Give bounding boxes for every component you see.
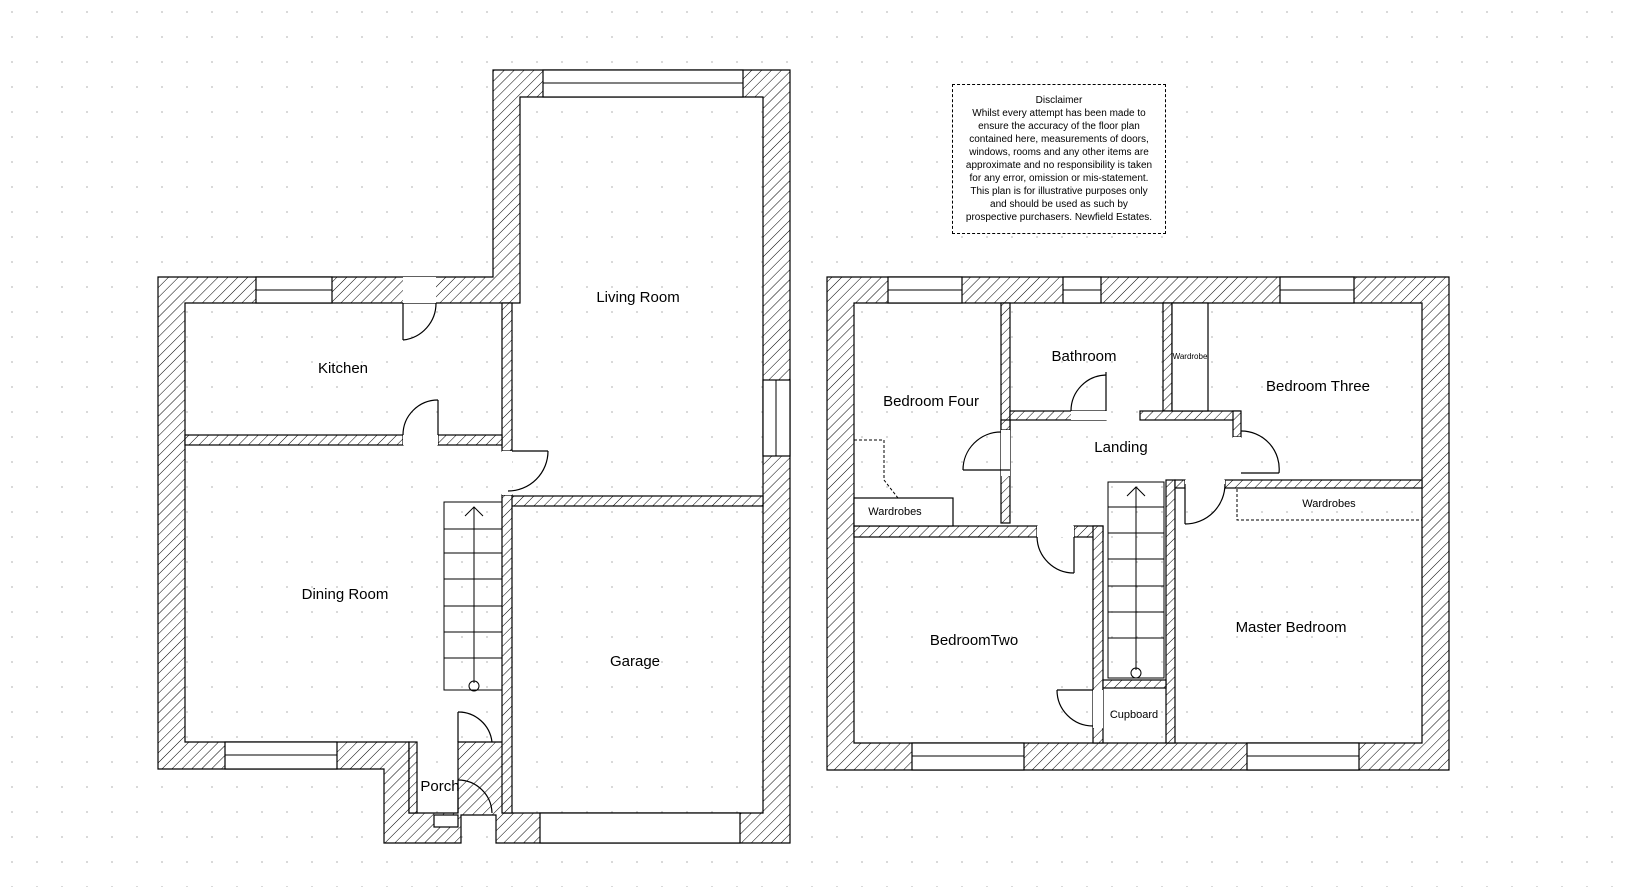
master-bedroom-label: Master Bedroom: [1236, 619, 1347, 636]
bed3-door: [1233, 430, 1280, 474]
master-door: [1184, 480, 1226, 525]
first-floor-plan: Bathroom Wardrobe Bedroom Four Bedroom T…: [826, 276, 1450, 771]
disclaimer-line: windows, rooms and any other items are: [969, 147, 1149, 158]
disclaimer-line: ensure the accuracy of the floor plan: [978, 121, 1140, 132]
bedroom-three-label: Bedroom Three: [1266, 378, 1370, 395]
first-outer-wall: [826, 276, 1450, 771]
disclaimer-line: Whilst every attempt has been made to: [972, 108, 1146, 119]
bedroom-two-label: BedroomTwo: [930, 632, 1018, 649]
cupboard-door: [1056, 689, 1103, 728]
stair-master-wall: [1165, 479, 1176, 744]
bed4-bath-wall: [1000, 302, 1011, 524]
master-left-wall: [1174, 479, 1186, 489]
porch-wall: [408, 741, 418, 814]
wardrobes-left-label: Wardrobes: [868, 506, 922, 518]
bed2-door: [1036, 526, 1075, 574]
garage-label: Garage: [610, 653, 660, 670]
bed4-door: [962, 430, 1010, 476]
dining-room-label: Dining Room: [302, 586, 389, 603]
bath-wardrobe-wall: [1162, 302, 1173, 412]
kitchen-dining-wall-2: [437, 434, 503, 446]
disclaimer-line: This plan is for illustrative purposes o…: [970, 186, 1148, 197]
bathroom-label: Bathroom: [1051, 348, 1116, 365]
master-wardrobes: [1236, 487, 1423, 521]
ground-floor-plan: Living Room Kitchen Dining Room Garage P…: [157, 69, 791, 844]
garage-door: [539, 812, 741, 844]
bedroom-four-label: Bedroom Four: [883, 393, 979, 410]
disclaimer-title: Disclaimer: [1035, 95, 1083, 106]
porch-door: [457, 711, 493, 814]
kitchen-living-wall: [501, 302, 513, 452]
ground-staircase: [443, 501, 503, 692]
living-room-label: Living Room: [596, 289, 679, 306]
disclaimer-line: approximate and no responsibility is tak…: [965, 160, 1153, 171]
disclaimer-line: and should be used as such by: [990, 199, 1128, 210]
disclaimer-line: prospective purchasers. Newfield Estates…: [965, 212, 1153, 223]
first-staircase: [1107, 481, 1165, 679]
cupboard-label: Cupboard: [1110, 709, 1158, 721]
disclaimer-box: Disclaimer Whilst every attempt has been…: [952, 84, 1166, 234]
landing-left-wall: [1000, 419, 1011, 431]
kitchen-door: [402, 277, 437, 341]
bed3-wardrobe: [1171, 302, 1209, 412]
bed3-master-wall: [1224, 479, 1423, 489]
disclaimer-line: contained here, measurements of doors,: [969, 134, 1149, 145]
dining-door: [402, 399, 439, 445]
porch-label: Porch: [420, 778, 459, 795]
bath-door: [1070, 372, 1111, 420]
living-door: [502, 450, 549, 495]
bed2-stair-wall: [1092, 525, 1104, 744]
bed2-top-wall: [853, 525, 1038, 538]
bed4-wardrobes: [853, 497, 954, 527]
landing-label: Landing: [1094, 439, 1147, 456]
hall-garage-wall: [501, 494, 513, 814]
wardrobe-label: Wardrobe: [1173, 352, 1208, 361]
porch-window: [433, 814, 459, 828]
landing-bed3-wall: [1139, 410, 1241, 421]
kitchen-dining-wall: [184, 434, 404, 446]
cupboard-top-wall: [1102, 679, 1167, 689]
living-garage-wall: [509, 495, 764, 507]
wardrobes-right-label: Wardrobes: [1302, 498, 1356, 510]
landing-bed3-wall-v: [1232, 410, 1242, 438]
kitchen-label: Kitchen: [318, 360, 368, 377]
disclaimer-line: for any error, omission or mis-statement…: [969, 173, 1149, 184]
